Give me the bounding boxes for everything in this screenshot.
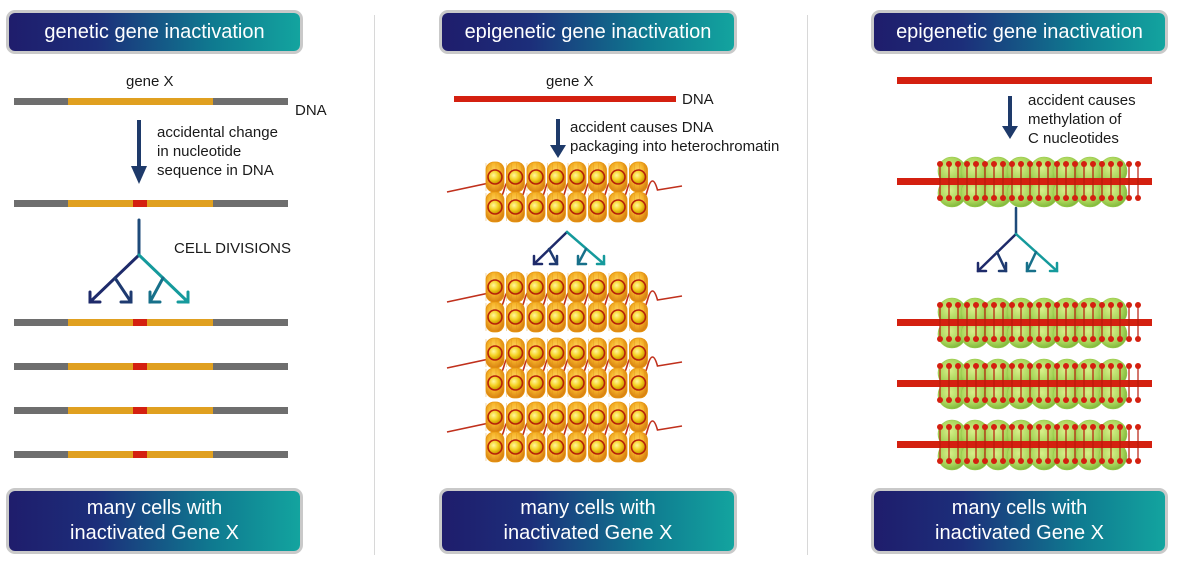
step-label-line-3: C nucleotides bbox=[1028, 130, 1119, 147]
header-title: genetic gene inactivation bbox=[44, 20, 265, 43]
dna-strand-mutated bbox=[14, 200, 288, 207]
gene-label: gene X bbox=[126, 73, 174, 90]
dna-strand-original bbox=[14, 98, 288, 105]
cell-division-arrows bbox=[88, 218, 190, 304]
step-label-line-3: sequence in DNA bbox=[157, 162, 274, 179]
footer-line-2: inactivated Gene X bbox=[70, 522, 239, 544]
footer-banner: many cells with inactivated Gene X bbox=[442, 491, 734, 551]
dna-strand-descendant bbox=[14, 363, 288, 370]
heterochromatin-descendant bbox=[446, 401, 683, 463]
step-label-line-1: accident causes bbox=[1028, 92, 1136, 109]
step-label-line-1: accidental change bbox=[157, 124, 278, 141]
dna-label: DNA bbox=[295, 102, 327, 119]
methylated-dna-descendant bbox=[897, 297, 1152, 349]
heterochromatin-diagram bbox=[446, 96, 683, 463]
panel-heterochromatin: epigenetic gene inactivation bbox=[392, 0, 784, 561]
footer-line-2: inactivated Gene X bbox=[503, 522, 673, 544]
header-title: epigenetic gene inactivation bbox=[464, 20, 712, 43]
footer-banner: many cells with inactivated Gene X bbox=[874, 491, 1165, 551]
methylated-dna-original bbox=[897, 156, 1152, 208]
dna-label: DNA bbox=[682, 91, 714, 108]
footer-banner: many cells with inactivated Gene X bbox=[9, 491, 300, 551]
dna-strand-red bbox=[897, 77, 1152, 84]
footer-line-2: inactivated Gene X bbox=[935, 522, 1104, 544]
dna-strand-descendant bbox=[14, 407, 288, 414]
footer-line-1: many cells with bbox=[520, 497, 656, 519]
down-arrow bbox=[1002, 96, 1018, 139]
step-label-line-2: methylation of bbox=[1028, 111, 1122, 128]
cell-divisions-label: CELL DIVISIONS bbox=[174, 240, 291, 257]
header-title: epigenetic gene inactivation bbox=[896, 20, 1143, 43]
heterochromatin-descendant bbox=[446, 337, 683, 399]
methylated-dna-descendant bbox=[897, 419, 1152, 471]
panel-genetic: genetic gene inactivation bbox=[0, 0, 392, 561]
step-label-line-2: in nucleotide bbox=[157, 143, 242, 160]
cell-division-arrows bbox=[976, 206, 1059, 273]
header-banner: genetic gene inactivation bbox=[9, 13, 300, 51]
down-arrow bbox=[550, 119, 566, 158]
step-label-line-1: accident causes DNA bbox=[570, 119, 714, 136]
panel-divider bbox=[807, 15, 808, 555]
down-arrow bbox=[131, 120, 147, 184]
panel-methylation: epigenetic gene inactivation bbox=[784, 0, 1176, 561]
step-label-line-2: packaging into heterochromatin bbox=[570, 138, 780, 155]
dna-strand-descendant bbox=[14, 451, 288, 458]
header-banner: epigenetic gene inactivation bbox=[442, 13, 734, 51]
header-banner: epigenetic gene inactivation bbox=[874, 13, 1165, 51]
panel-divider bbox=[374, 15, 375, 555]
footer-line-1: many cells with bbox=[951, 497, 1088, 519]
methylated-dna-descendant bbox=[897, 358, 1152, 410]
methylation-diagram bbox=[897, 77, 1152, 471]
dna-strand-descendant bbox=[14, 319, 288, 326]
cell-division-arrows bbox=[532, 230, 606, 266]
footer-line-1: many cells with bbox=[86, 497, 223, 519]
heterochromatin-descendant bbox=[446, 271, 683, 333]
genetic-diagram bbox=[14, 98, 288, 458]
gene-label: gene X bbox=[546, 73, 594, 90]
dna-strand-red bbox=[454, 96, 676, 102]
heterochromatin-original bbox=[446, 161, 683, 223]
